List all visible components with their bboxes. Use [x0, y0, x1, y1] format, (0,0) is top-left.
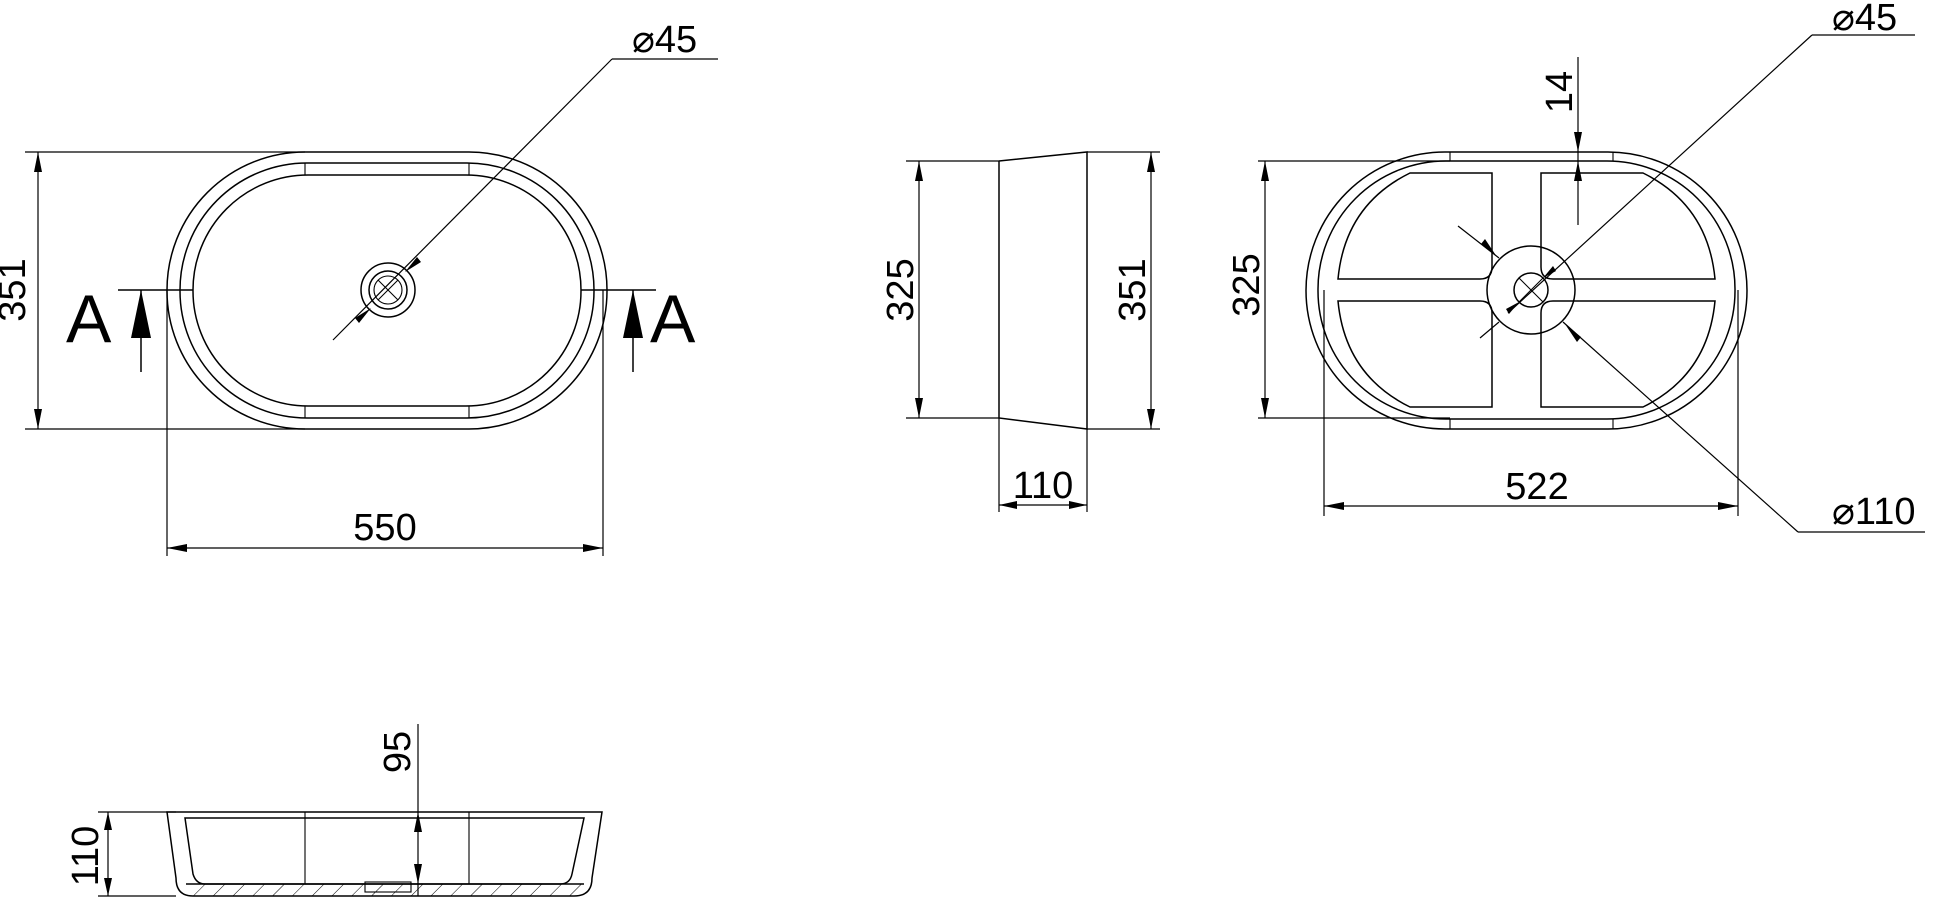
- section-mark-left: A: [66, 281, 193, 372]
- height-dimension-label: 351: [0, 258, 34, 321]
- drain-diameter-label: ⌀45: [632, 19, 697, 61]
- bottom-drain-diameter-label: ⌀45: [1832, 0, 1897, 39]
- side-profile: [998, 151, 1088, 430]
- svg-text:A: A: [650, 281, 696, 357]
- section-hatching: [186, 884, 584, 896]
- bottom-inner-outline: [1317, 160, 1736, 420]
- drain-symbol: [360, 262, 416, 318]
- bottom-ribs: [1337, 172, 1716, 408]
- foot-diameter-label: ⌀110: [1832, 491, 1915, 533]
- top-view: ⌀45 351 550 A A: [0, 19, 718, 556]
- section-height-label: 110: [65, 826, 107, 887]
- rib-offset-label: 14: [1539, 71, 1581, 113]
- section-inner-profile: [184, 817, 585, 885]
- width-dimension-label: 550: [353, 507, 416, 549]
- bottom-view: ⌀45 ⌀110 14 325 522: [1226, 0, 1925, 533]
- side-view: 325 351 110: [880, 151, 1160, 512]
- svg-text:A: A: [66, 281, 112, 357]
- bottom-height-label: 325: [1226, 253, 1268, 316]
- foot-ring: [1486, 245, 1576, 335]
- bottom-width-label: 522: [1505, 466, 1568, 508]
- section-mark-right: A: [581, 281, 696, 372]
- bottom-outer-outline: [1305, 151, 1748, 430]
- inner-height-label: 325: [880, 258, 922, 321]
- outer-height-label: 351: [1112, 258, 1154, 321]
- inner-depth-label: 95: [377, 731, 419, 773]
- depth-dimension-label: 110: [1013, 465, 1074, 507]
- section-view: 95 110: [65, 724, 603, 897]
